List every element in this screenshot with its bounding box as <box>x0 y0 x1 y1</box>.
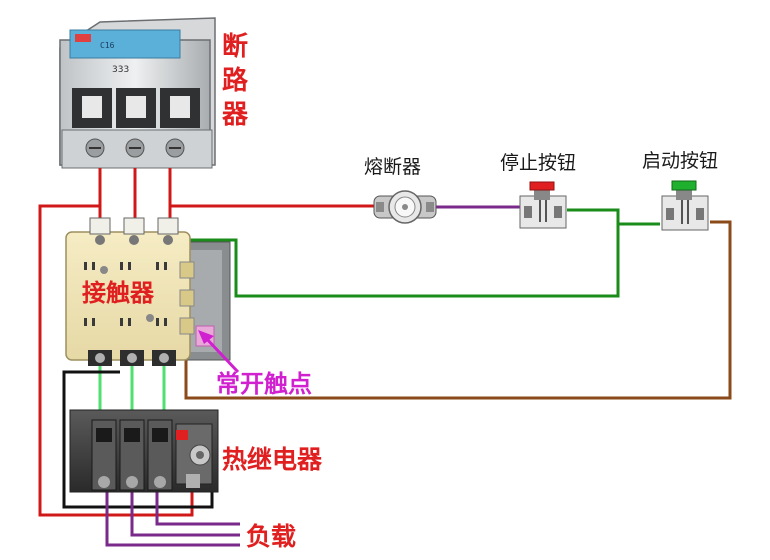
wires <box>38 168 732 547</box>
start-button-label: 启动按钮 <box>642 150 719 172</box>
breaker-plate-text: 333 <box>112 65 129 75</box>
breaker-label-char-3: 器 <box>222 100 249 130</box>
no-contact-arrow <box>198 330 240 374</box>
start-button[interactable] <box>661 180 709 231</box>
stop-button-label: 停止按钮 <box>500 152 577 174</box>
fuse <box>373 190 437 224</box>
load-label: 负载 <box>246 522 297 551</box>
thermal-relay-label: 热继电器 <box>222 445 323 474</box>
contactor-label: 接触器 <box>82 279 154 307</box>
no-contact-label: 常开触点 <box>216 370 312 398</box>
thermal-relay <box>69 409 219 493</box>
breaker-label-char-2: 路 <box>222 66 249 96</box>
circuit-breaker: C16 333 <box>59 17 216 169</box>
stop-button[interactable] <box>519 181 567 229</box>
fuse-label: 熔断器 <box>364 156 422 178</box>
breaker-label-char-1: 断 <box>222 32 249 62</box>
svg-text:C16: C16 <box>100 41 115 50</box>
